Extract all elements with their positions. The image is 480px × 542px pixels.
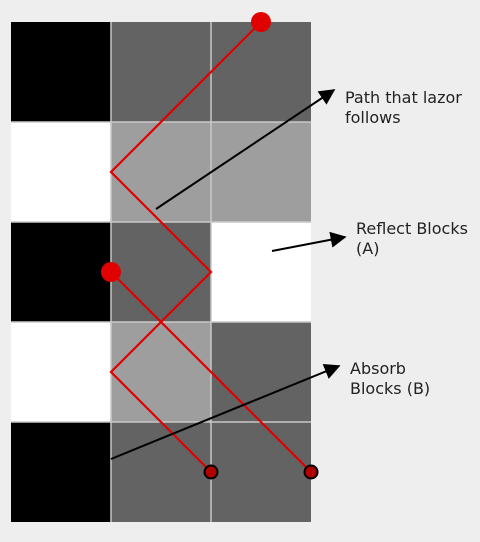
absorb-annotation-arrow bbox=[110, 364, 341, 460]
laser-points bbox=[101, 12, 319, 480]
block-light-gray-r3c1 bbox=[111, 322, 211, 422]
absorb-annotation-label: Absorb Blocks (B) bbox=[350, 359, 430, 399]
block-light-gray-r1c1 bbox=[111, 122, 211, 222]
laser-paths bbox=[109, 21, 312, 473]
block-white-r2c2 bbox=[211, 222, 311, 322]
reflect-annotation-label: Reflect Blocks (A) bbox=[356, 219, 468, 259]
block-dark-gray-r2c1 bbox=[111, 222, 211, 322]
block-white-r1c0 bbox=[11, 122, 111, 222]
laser-source-2 bbox=[101, 262, 121, 282]
laser-source-1 bbox=[251, 12, 271, 32]
block-white-r3c0 bbox=[11, 322, 111, 422]
path-annotation-arrow bbox=[155, 89, 336, 210]
block-dark-gray-r0c1 bbox=[111, 22, 211, 122]
block-dark-gray-r0c2 bbox=[211, 22, 311, 122]
laser-path-1 bbox=[109, 21, 262, 473]
path-annotation-label: Path that lazor follows bbox=[345, 88, 462, 128]
target-point-2 bbox=[303, 464, 319, 480]
reflect-annotation-arrow bbox=[271, 231, 347, 252]
grid-cells bbox=[11, 22, 311, 522]
block-black-r0c0 bbox=[11, 22, 111, 122]
path-annotation-line2: follows bbox=[345, 108, 401, 127]
block-black-r2c0 bbox=[11, 222, 111, 322]
reflect-annotation-line1: Reflect Blocks bbox=[356, 219, 468, 238]
laser-path-2 bbox=[110, 271, 312, 473]
absorb-annotation-line1: Absorb bbox=[350, 359, 406, 378]
absorb-annotation-line2: Blocks (B) bbox=[350, 379, 431, 398]
block-dark-gray-r4c2 bbox=[211, 422, 311, 522]
block-dark-gray-r4c1 bbox=[111, 422, 211, 522]
block-light-gray-r1c2 bbox=[211, 122, 311, 222]
path-annotation-line1: Path that lazor bbox=[345, 88, 462, 107]
target-point-1 bbox=[203, 464, 219, 480]
reflect-annotation-line2: (A) bbox=[356, 239, 380, 258]
block-black-r4c0 bbox=[11, 422, 111, 522]
block-dark-gray-r3c2 bbox=[211, 322, 311, 422]
annotation-arrows bbox=[110, 89, 347, 460]
